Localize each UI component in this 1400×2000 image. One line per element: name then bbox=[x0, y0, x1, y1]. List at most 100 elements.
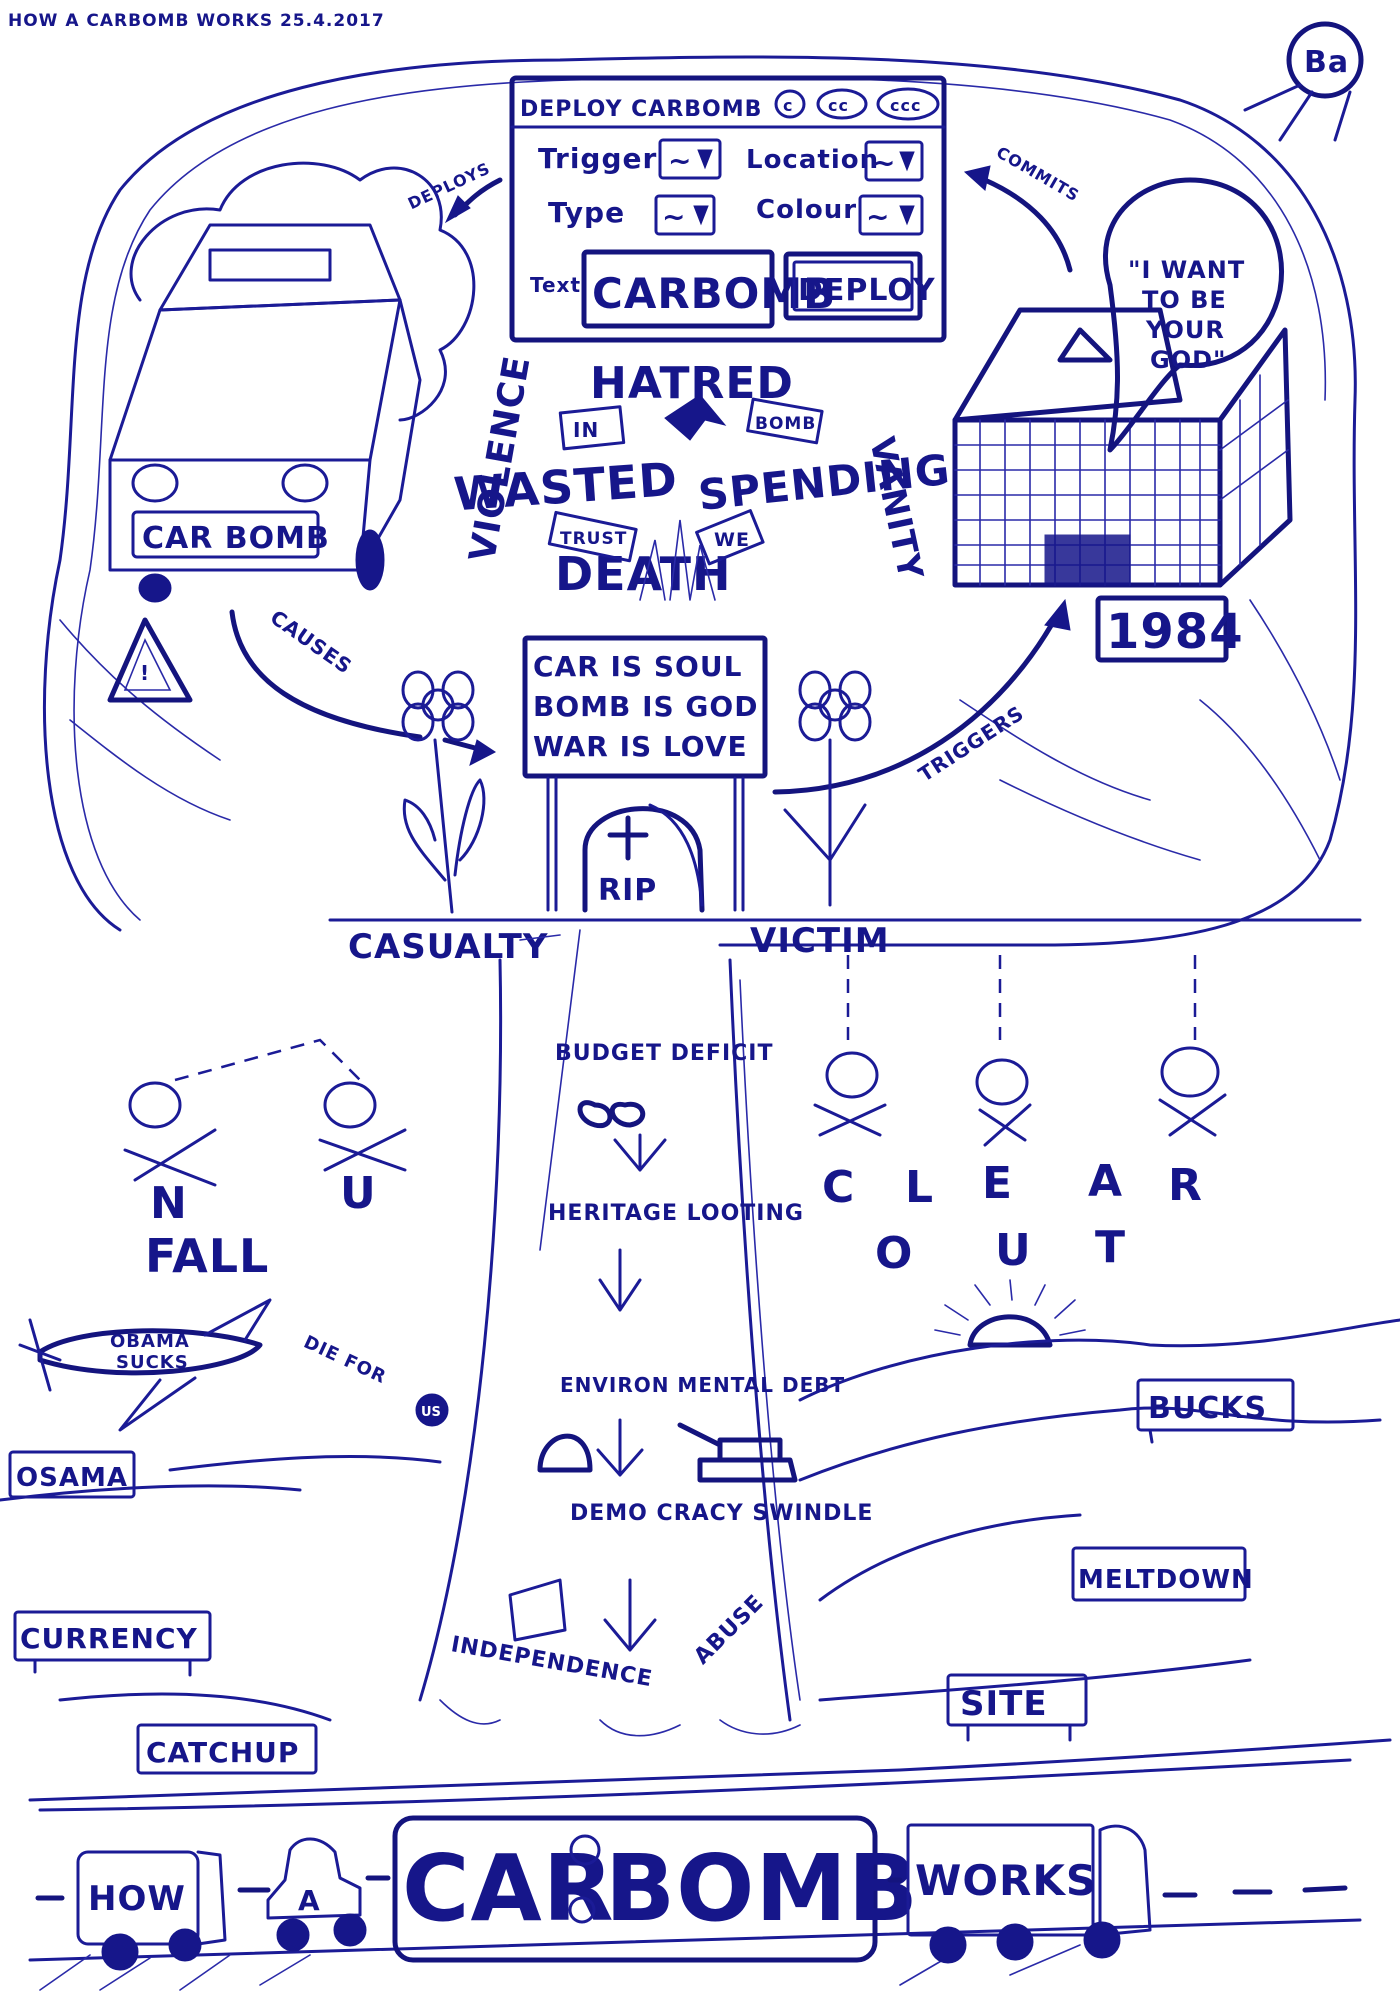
svg-text:~: ~ bbox=[668, 144, 692, 177]
sign-1984: 1984 bbox=[1095, 595, 1244, 663]
svg-text:A: A bbox=[298, 1884, 321, 1917]
clear-letter-r: R bbox=[1168, 1160, 1203, 1211]
trunk-heritage: HERITAGE LOOTING bbox=[548, 1201, 804, 1226]
commits-arrow: COMMITS bbox=[963, 143, 1083, 273]
svg-text:~: ~ bbox=[872, 146, 896, 179]
billboard-line-1: CAR IS SOUL bbox=[533, 650, 742, 683]
svg-text:BOMB: BOMB bbox=[755, 414, 816, 434]
left-skulls: N U FALL bbox=[123, 1038, 407, 1283]
trigger-label: Trigger bbox=[538, 142, 657, 175]
sketch-title: HOW A CARBOMB WORKS 25.4.2017 bbox=[8, 11, 385, 31]
crown-words: VIOLENCE VANITY HATRED WASTED SPENDING D… bbox=[452, 353, 953, 601]
signature-badge: Ba bbox=[1243, 21, 1364, 142]
svg-text:CURRENCY: CURRENCY bbox=[20, 1622, 198, 1655]
out-letter-t: T bbox=[1095, 1222, 1126, 1273]
svg-text:!: ! bbox=[140, 661, 150, 685]
svg-text:WE: WE bbox=[714, 529, 750, 551]
svg-text:~: ~ bbox=[866, 200, 890, 233]
plane-trail-text: DIE FOR bbox=[300, 1332, 389, 1389]
location-dropdown[interactable]: ~ bbox=[864, 140, 924, 182]
building-ministry bbox=[952, 307, 1293, 588]
plane-text-obama: OBAMA bbox=[110, 1331, 190, 1352]
svg-text:MELTDOWN: MELTDOWN bbox=[1078, 1565, 1254, 1595]
svg-text:IN: IN bbox=[573, 418, 599, 442]
colour-label: Colour bbox=[756, 195, 857, 225]
svg-text:SITE: SITE bbox=[960, 1684, 1048, 1724]
deploys-arrow: DEPLOYS bbox=[405, 159, 503, 224]
svg-text:WORKS: WORKS bbox=[915, 1856, 1097, 1905]
speech-line-1: "I WANT bbox=[1128, 256, 1245, 284]
deploy-dialog: DEPLOY CARBOMB c cc ccc Trigger ~ Locati… bbox=[509, 75, 947, 343]
sign-osama: OSAMA bbox=[8, 1450, 136, 1499]
skull-letter-u: U bbox=[340, 1168, 377, 1219]
down-arrow-icon bbox=[596, 1418, 644, 1477]
dome-icon bbox=[537, 1433, 593, 1473]
trunk-democracy: DEMO CRACY SWINDLE bbox=[570, 1501, 873, 1526]
down-arrow-icon bbox=[613, 1133, 667, 1172]
svg-text:HOW: HOW bbox=[88, 1879, 186, 1919]
sign-site: SITE bbox=[946, 1673, 1088, 1742]
speech-bubble: "I WANT TO BE YOUR GOD" bbox=[1103, 177, 1284, 453]
convoy-how[interactable]: HOW bbox=[35, 1850, 227, 1971]
convoy-carbomb[interactable]: CAR BOMB bbox=[392, 1815, 919, 1963]
fall-word: FALL bbox=[145, 1229, 269, 1283]
tombstone-text: RIP bbox=[598, 873, 657, 908]
casualty-label: CASUALTY bbox=[348, 927, 548, 967]
skull-letter-n: N bbox=[150, 1178, 188, 1229]
commits-label: COMMITS bbox=[993, 143, 1083, 206]
svg-text:BUCKS: BUCKS bbox=[1148, 1391, 1267, 1426]
type-dropdown[interactable]: ~ bbox=[654, 194, 716, 236]
triggers-label: TRIGGERS bbox=[914, 701, 1028, 787]
down-arrow-icon bbox=[603, 1578, 657, 1652]
convoy-a[interactable]: A bbox=[237, 1837, 391, 1952]
sign-bucks: BUCKS bbox=[1136, 1378, 1295, 1444]
svg-text:cc: cc bbox=[828, 96, 849, 115]
trunk-abuse: ABUSE bbox=[689, 1590, 769, 1670]
chevron-down-icon bbox=[693, 205, 709, 226]
bomb-label: US bbox=[421, 1405, 441, 1420]
car-bomb-vehicle: CAR BOMB bbox=[108, 161, 476, 603]
trigger-dropdown[interactable]: ~ bbox=[658, 138, 722, 180]
sign-1984-text: 1984 bbox=[1106, 604, 1244, 660]
clear-letter-e: E bbox=[982, 1158, 1013, 1209]
skull-icon bbox=[128, 1081, 182, 1129]
banknote-we: WE bbox=[695, 509, 765, 566]
speech-line-3: YOUR bbox=[1145, 316, 1225, 344]
location-label: Location bbox=[746, 145, 879, 175]
arrow-up-icon bbox=[664, 394, 727, 441]
dialog-title: DEPLOY CARBOMB bbox=[520, 97, 762, 122]
svg-text:OSAMA: OSAMA bbox=[16, 1463, 128, 1493]
victim-label: VICTIM bbox=[750, 921, 890, 961]
trunk-budget: BUDGET DEFICIT bbox=[555, 1041, 774, 1066]
chevron-down-icon bbox=[697, 149, 713, 170]
deploy-button[interactable]: DEPLOY bbox=[783, 251, 936, 321]
causes-label: CAUSES bbox=[266, 605, 357, 679]
svg-text:CAR: CAR bbox=[402, 1835, 615, 1942]
speech-line-2: TO BE bbox=[1142, 286, 1227, 314]
convoy-works[interactable]: WORKS bbox=[906, 1823, 1152, 1964]
banknote-trust: TRUST bbox=[547, 510, 638, 563]
warning-triangle-icon: ! bbox=[107, 617, 193, 703]
crosshair-icon bbox=[569, 1834, 601, 1866]
window-minimize-button[interactable]: c bbox=[774, 89, 806, 119]
mushroom-cloud-crown bbox=[42, 55, 1358, 947]
sign-currency: CURRENCY bbox=[13, 1610, 212, 1677]
type-label: Type bbox=[548, 196, 625, 229]
tombstone: RIP bbox=[582, 803, 705, 913]
violence-word: VIOLENCE bbox=[462, 353, 539, 565]
svg-text:~: ~ bbox=[662, 200, 686, 233]
plane-text-sucks: SUCKS bbox=[116, 1352, 189, 1373]
clear-letter-c: C bbox=[822, 1162, 855, 1213]
window-close-button[interactable]: ccc bbox=[876, 87, 940, 121]
window-maximize-button[interactable]: cc bbox=[816, 88, 868, 120]
sign-meltdown: MELTDOWN bbox=[1071, 1546, 1254, 1602]
billboard: CAR IS SOUL BOMB IS GOD WAR IS LOVE bbox=[522, 635, 768, 912]
svg-text:TRUST: TRUST bbox=[560, 529, 627, 549]
speech-line-4: GOD" bbox=[1150, 346, 1227, 374]
colour-dropdown[interactable]: ~ bbox=[858, 194, 924, 236]
sunset bbox=[934, 1279, 1086, 1348]
bomb-icon bbox=[415, 1393, 449, 1427]
skull-icon bbox=[323, 1081, 377, 1129]
billboard-line-3: WAR IS LOVE bbox=[533, 730, 748, 763]
